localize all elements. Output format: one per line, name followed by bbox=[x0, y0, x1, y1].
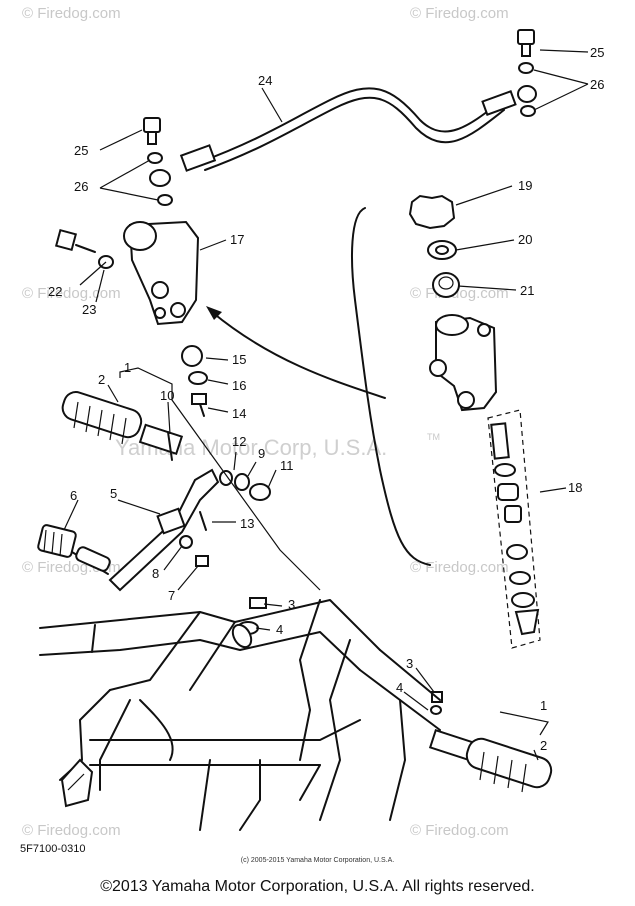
callout-5: 5 bbox=[110, 486, 117, 501]
callout-26-right: 26 bbox=[590, 77, 604, 92]
callout-11: 11 bbox=[280, 458, 294, 473]
master-cylinder-assembly bbox=[123, 220, 200, 326]
parts-diagram: © Firedog.com © Firedog.com © Firedog.co… bbox=[20, 5, 604, 855]
callout-9: 9 bbox=[258, 446, 265, 461]
cap-plate bbox=[427, 240, 457, 260]
callout-3-right: 3 bbox=[406, 656, 413, 671]
union-bolt-left bbox=[143, 117, 173, 206]
assembly-arrow bbox=[206, 306, 386, 399]
callout-14: 14 bbox=[232, 406, 246, 421]
callout-1-left: 1 bbox=[124, 360, 131, 375]
callout-4-center: 4 bbox=[276, 622, 283, 637]
watermark-tm: TM bbox=[427, 432, 440, 442]
callout-10: 10 bbox=[160, 388, 174, 403]
callout-12: 12 bbox=[232, 434, 246, 449]
callout-16: 16 bbox=[232, 378, 246, 393]
callout-26-left: 26 bbox=[74, 179, 88, 194]
watermark-bottom-left: © Firedog.com bbox=[22, 822, 121, 839]
rear-master-cylinder bbox=[429, 314, 498, 412]
callout-2-left: 2 bbox=[98, 372, 105, 387]
brake-pedal bbox=[37, 468, 220, 592]
reservoir-cap bbox=[408, 194, 456, 230]
mount-bolt-22 bbox=[54, 228, 114, 269]
callout-15: 15 bbox=[232, 352, 246, 367]
callout-7: 7 bbox=[168, 588, 175, 603]
brake-hose bbox=[149, 85, 537, 187]
callout-21: 21 bbox=[520, 283, 534, 298]
leader-lines bbox=[63, 49, 589, 761]
callout-19: 19 bbox=[518, 178, 532, 193]
callout-22: 22 bbox=[48, 284, 62, 299]
diaphragm bbox=[432, 272, 460, 298]
watermark-top-left: © Firedog.com bbox=[22, 5, 121, 22]
footrest-right bbox=[428, 729, 553, 793]
watermark-mid-left: © Firedog.com bbox=[22, 285, 121, 302]
callout-6: 6 bbox=[70, 488, 77, 503]
callout-24: 24 bbox=[258, 73, 272, 88]
callout-8: 8 bbox=[152, 566, 159, 581]
callout-numbers: 25 26 24 25 26 19 20 21 17 18 22 23 15 1… bbox=[48, 45, 604, 753]
callout-25-right: 25 bbox=[590, 45, 604, 60]
frame bbox=[39, 599, 441, 831]
watermark-top-right: © Firedog.com bbox=[410, 5, 509, 22]
callout-18: 18 bbox=[568, 480, 582, 495]
watermark-low-right: © Firedog.com bbox=[410, 559, 509, 576]
footrest-left bbox=[61, 391, 184, 455]
callout-4-right: 4 bbox=[396, 680, 403, 695]
callout-20: 20 bbox=[518, 232, 532, 247]
diagram-code: 5F7100-0310 bbox=[20, 843, 85, 855]
callout-13: 13 bbox=[240, 516, 254, 531]
callout-25-left: 25 bbox=[74, 143, 88, 158]
bracket-line bbox=[351, 207, 431, 566]
callout-1-right: 1 bbox=[540, 698, 547, 713]
piston-kit bbox=[487, 409, 541, 649]
watermark-bottom-right: © Firedog.com bbox=[410, 822, 509, 839]
copyright-small: (c) 2005-2015 Yamaha Motor Corporation, … bbox=[240, 857, 395, 864]
callout-2-right: 2 bbox=[540, 738, 547, 753]
union-bolt-right bbox=[517, 29, 536, 117]
copyright-main: ©2013 Yamaha Motor Corporation, U.S.A. A… bbox=[100, 878, 535, 895]
callout-17: 17 bbox=[230, 232, 244, 247]
callout-3-center: 3 bbox=[288, 597, 295, 612]
callout-23: 23 bbox=[82, 302, 96, 317]
small-hardware bbox=[167, 345, 443, 715]
